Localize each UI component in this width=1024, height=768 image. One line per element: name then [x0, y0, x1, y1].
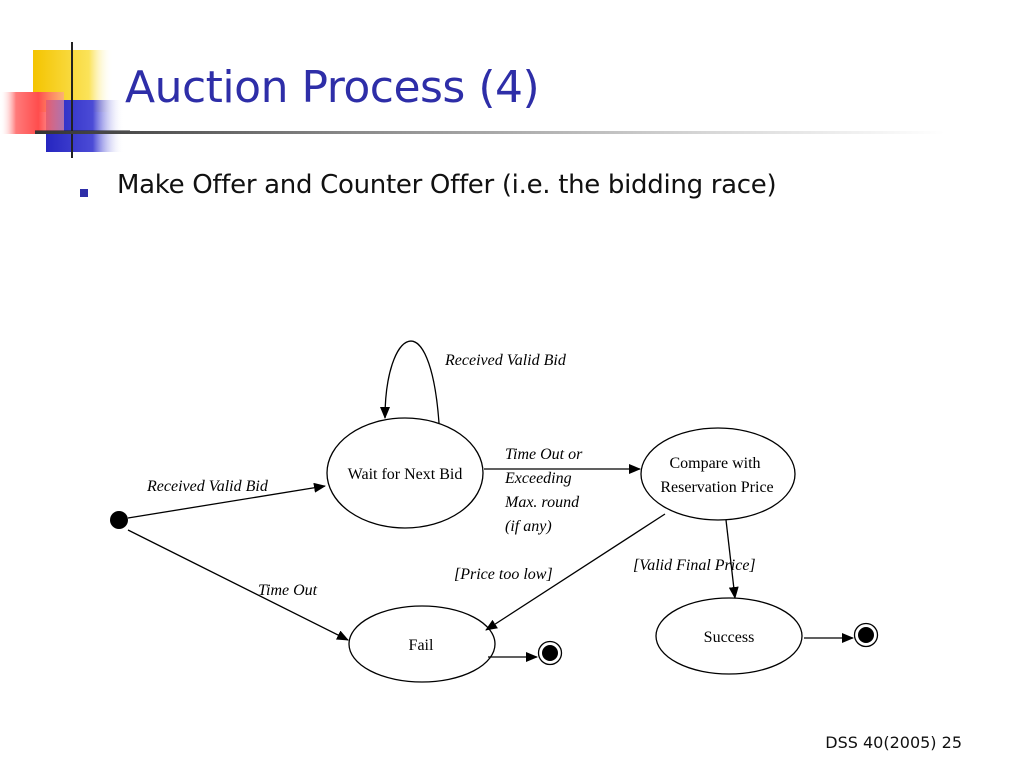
state-label-compare-line1: Compare with — [669, 455, 760, 472]
deco-red-bar — [0, 92, 64, 134]
slide-title: Auction Process (4) — [125, 62, 540, 113]
label-wait-to-compare-2: Exceeding — [504, 470, 572, 487]
label-self-loop: Received Valid Bid — [444, 352, 567, 369]
bullet-text: Make Offer and Counter Offer (i.e. the b… — [117, 170, 777, 200]
final-node-success — [853, 622, 879, 648]
title-underline — [35, 131, 945, 134]
state-label-success: Success — [704, 629, 755, 646]
slide-footer: DSS 40(2005) 25 — [825, 733, 962, 752]
initial-node — [110, 511, 128, 529]
label-wait-to-compare-4: (if any) — [505, 518, 552, 535]
state-wait-for-next-bid — [326, 417, 484, 529]
bullet-square-icon — [80, 189, 88, 197]
transition-initial-to-wait — [127, 482, 326, 519]
state-label-wait: Wait for Next Bid — [348, 466, 463, 483]
final-node-fail — [537, 640, 563, 666]
state-label-compare-line2: Reservation Price — [660, 479, 773, 496]
transition-compare-to-fail — [485, 513, 666, 631]
label-initial-to-wait: Received Valid Bid — [146, 478, 269, 495]
transition-initial-to-fail — [127, 529, 349, 641]
transition-compare-to-success — [725, 519, 739, 599]
transition-wait-self-loop — [380, 340, 440, 424]
label-compare-to-success: [Valid Final Price] — [633, 557, 756, 574]
label-compare-to-fail: [Price too low] — [454, 566, 553, 583]
state-fail — [348, 605, 496, 683]
label-wait-to-compare-3: Max. round — [504, 494, 580, 511]
state-compare-reservation-price — [640, 427, 796, 521]
label-wait-to-compare-1: Time Out or — [505, 446, 583, 463]
label-initial-to-fail: Time Out — [258, 582, 318, 599]
state-label-fail: Fail — [409, 637, 434, 654]
